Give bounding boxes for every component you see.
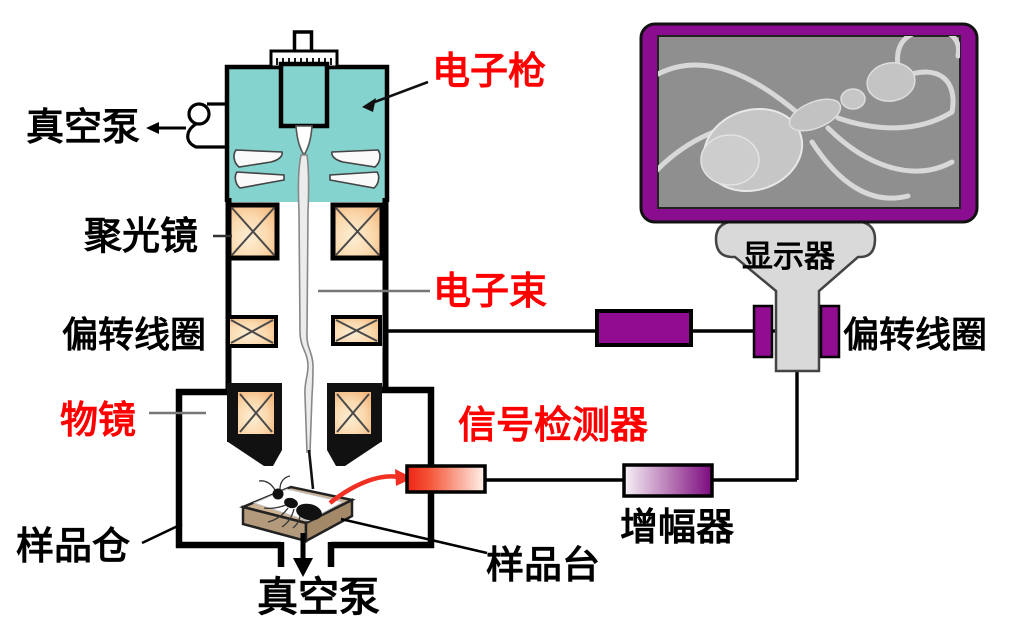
electron-gun-terminal <box>269 30 339 157</box>
electron-gun-arrow <box>362 80 429 112</box>
amplifier-box <box>622 463 714 498</box>
label-monitor: 显示器 <box>742 239 835 275</box>
label-deflection-coil-right: 偏转线圈 <box>843 315 988 356</box>
label-vacuum-pump-bottom: 真空泵 <box>257 573 380 621</box>
vacuum-pump-arrow <box>146 122 186 134</box>
condenser-lens-right <box>330 202 385 261</box>
label-electron-beam: 电子束 <box>433 269 548 313</box>
vacuum-pump-tube <box>186 102 230 149</box>
signal-wires <box>388 329 824 482</box>
condenser-lens-left <box>226 202 280 261</box>
monitor-display <box>639 22 979 224</box>
crt-deflection-coils <box>752 304 841 359</box>
signal-detector-box <box>405 464 487 494</box>
label-vacuum-pump-top: 真空泵 <box>26 105 141 149</box>
ant-specimen <box>258 475 322 529</box>
label-sample-chamber: 样品仓 <box>16 524 131 568</box>
label-objective-lens: 物镜 <box>60 398 137 442</box>
label-deflection-coil-left: 偏转线圈 <box>62 315 207 356</box>
leader-lines <box>141 234 488 555</box>
electron-beam-shape <box>297 154 315 490</box>
label-signal-detector: 信号检测器 <box>458 403 649 447</box>
scan-generator-box <box>595 309 693 347</box>
label-amplifier: 增幅器 <box>620 505 735 549</box>
label-condenser-lens: 聚光镜 <box>84 214 199 258</box>
objective-lens-left <box>227 383 282 466</box>
signal-arrow <box>328 469 413 505</box>
anode-plates <box>233 149 381 189</box>
deflection-coil-left-box <box>226 315 278 348</box>
label-sample-stage: 样品台 <box>486 543 601 587</box>
vacuum-outlet-arrow <box>293 533 313 577</box>
ant-sem-image <box>658 36 960 201</box>
deflection-coil-right-box <box>331 315 382 346</box>
objective-lens-right <box>327 383 382 466</box>
label-electron-gun: 电子枪 <box>432 49 547 93</box>
